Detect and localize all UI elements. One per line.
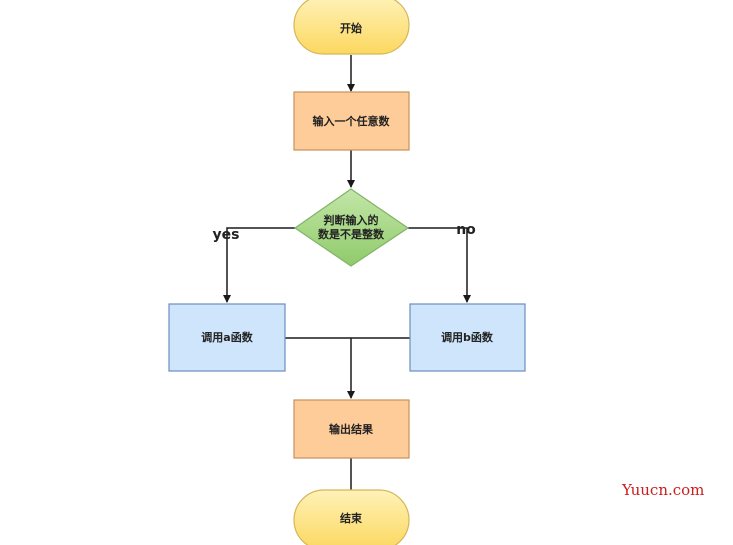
start-label: 开始 xyxy=(340,21,362,35)
input-label: 输入一个任意数 xyxy=(313,114,391,128)
decision-label-line1: 判断输入的 xyxy=(324,213,379,227)
call-a-label: 调用a函数 xyxy=(201,330,253,344)
output-label: 输出结果 xyxy=(329,422,373,436)
decision-node: 判断输入的 数是不是整数 xyxy=(293,188,410,267)
end-label: 结束 xyxy=(339,511,363,525)
yes-label: yes xyxy=(213,227,240,243)
call-b-node: 调用b函数 xyxy=(409,303,526,372)
end-node: 结束 xyxy=(293,489,410,545)
connectors xyxy=(223,55,471,490)
edge-decision-no xyxy=(408,227,471,303)
call-a-node: 调用a函数 xyxy=(168,303,286,372)
input-node: 输入一个任意数 xyxy=(293,91,410,151)
no-label: no xyxy=(456,222,476,238)
start-node: 开始 xyxy=(293,0,410,55)
edge-decision-yes xyxy=(223,227,296,303)
watermark: Yuucn.com xyxy=(621,481,704,499)
call-b-label: 调用b函数 xyxy=(441,330,494,344)
decision-label-line2: 数是不是整数 xyxy=(318,227,385,241)
output-node: 输出结果 xyxy=(293,399,410,459)
